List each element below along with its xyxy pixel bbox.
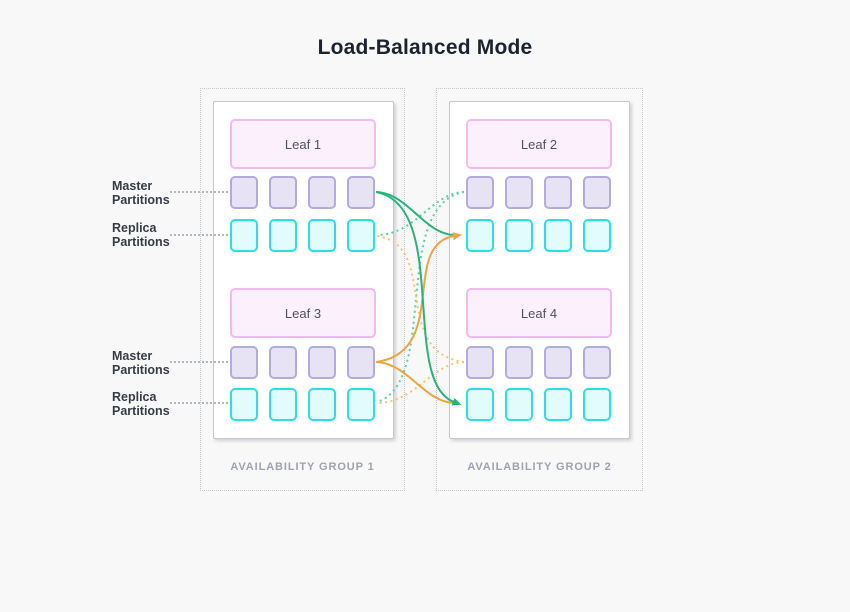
leaf-1-replica-row [230, 219, 375, 252]
availability-group-1: Leaf 1 Leaf 3 AVAILABILITY GROUP 1 [200, 88, 405, 491]
leaf-3-replica-row [230, 388, 375, 421]
connector-line-master-top [170, 191, 228, 193]
replica-partition-box [583, 219, 611, 252]
master-partition-box [230, 176, 258, 209]
master-partition-box [466, 346, 494, 379]
availability-group-1-caption: AVAILABILITY GROUP 1 [230, 461, 375, 473]
leaf-2-box: Leaf 2 [466, 119, 612, 169]
leaf-1-master-row [230, 176, 375, 209]
label-master-partitions-bottom: Master Partitions [112, 349, 170, 377]
replica-partition-box [544, 388, 572, 421]
replica-partition-box [466, 219, 494, 252]
replica-partition-box [505, 219, 533, 252]
master-partition-box [347, 176, 375, 209]
availability-group-2-caption: AVAILABILITY GROUP 2 [467, 461, 612, 473]
master-partition-box [308, 176, 336, 209]
master-partition-box [583, 176, 611, 209]
master-partition-box [308, 346, 336, 379]
replica-partition-box [347, 219, 375, 252]
master-partition-box [544, 346, 572, 379]
replica-partition-box [544, 219, 572, 252]
leaf-1-box: Leaf 1 [230, 119, 376, 169]
master-partition-box [269, 346, 297, 379]
leaf-4-replica-row [466, 388, 611, 421]
leaf-2-replica-row [466, 219, 611, 252]
leaf-container-group-2: Leaf 2 Leaf 4 [449, 101, 630, 439]
availability-group-2: Leaf 2 Leaf 4 AVAILABILITY GROUP 2 [436, 88, 643, 491]
master-partition-box [269, 176, 297, 209]
replica-partition-box [466, 388, 494, 421]
leaf-3-master-row [230, 346, 375, 379]
replica-partition-box [308, 219, 336, 252]
label-replica-partitions-bottom: Replica Partitions [112, 390, 170, 418]
leaf-4-master-row [466, 346, 611, 379]
replica-partition-box [269, 219, 297, 252]
replica-partition-box [347, 388, 375, 421]
leaf-container-group-1: Leaf 1 Leaf 3 [213, 101, 394, 439]
leaf-4-box: Leaf 4 [466, 288, 612, 338]
leaf-2-master-row [466, 176, 611, 209]
connector-line-replica-bottom [170, 402, 228, 404]
connector-line-replica-top [170, 234, 228, 236]
replica-partition-box [505, 388, 533, 421]
master-partition-box [347, 346, 375, 379]
replica-partition-box [308, 388, 336, 421]
replica-partition-box [583, 388, 611, 421]
label-master-partitions-top: Master Partitions [112, 179, 170, 207]
connector-line-master-bottom [170, 361, 228, 363]
page-title: Load-Balanced Mode [317, 36, 533, 59]
master-partition-box [505, 346, 533, 379]
master-partition-box [466, 176, 494, 209]
master-partition-box [583, 346, 611, 379]
master-partition-box [505, 176, 533, 209]
replica-partition-box [269, 388, 297, 421]
leaf-3-box: Leaf 3 [230, 288, 376, 338]
master-partition-box [544, 176, 572, 209]
replica-partition-box [230, 388, 258, 421]
replica-partition-box [230, 219, 258, 252]
label-replica-partitions-top: Replica Partitions [112, 221, 170, 249]
master-partition-box [230, 346, 258, 379]
